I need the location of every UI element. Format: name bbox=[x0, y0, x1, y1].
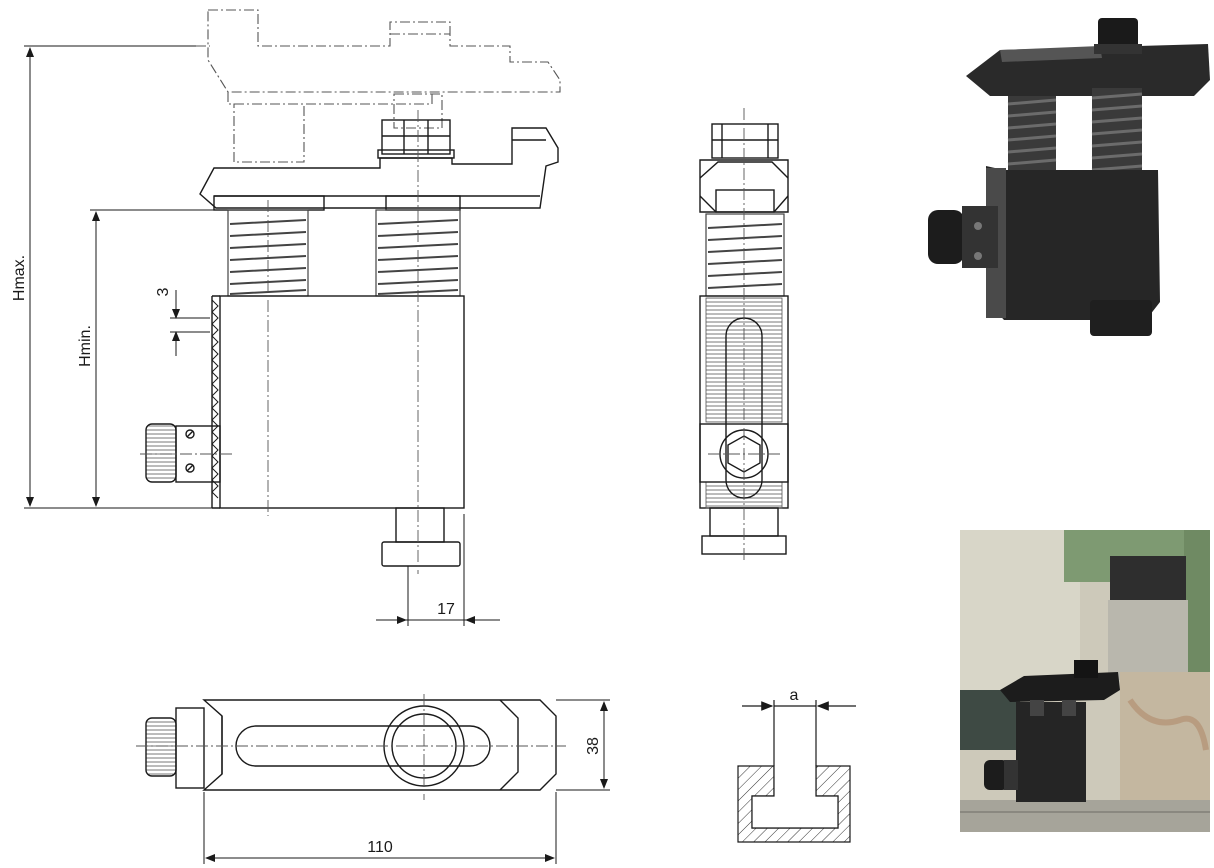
photo-springs bbox=[1007, 88, 1143, 174]
side-knob bbox=[145, 423, 221, 483]
top-view bbox=[136, 694, 610, 864]
slot-a-label: a bbox=[790, 687, 799, 704]
raised-clamp-phantom bbox=[196, 9, 561, 163]
dim-110-label: 110 bbox=[367, 839, 393, 856]
side-view bbox=[699, 108, 789, 560]
in-use-photo bbox=[960, 530, 1210, 832]
dim-3-label: 3 bbox=[155, 287, 172, 296]
top-nut bbox=[377, 119, 455, 159]
hmax-label: Hmax. bbox=[11, 255, 28, 301]
side-spring bbox=[705, 213, 785, 297]
bottom-t-nut bbox=[381, 507, 461, 567]
front-dimensions bbox=[24, 45, 500, 626]
clamp-arm bbox=[199, 127, 559, 211]
front-view bbox=[24, 9, 561, 626]
dim-38-label: 38 bbox=[585, 737, 602, 755]
centre-lines bbox=[140, 110, 419, 574]
product-photo bbox=[928, 18, 1210, 336]
hmin-label: Hmin. bbox=[77, 325, 94, 367]
t-slot-detail bbox=[737, 700, 856, 843]
dim-17-label: 17 bbox=[437, 601, 455, 618]
top-dimensions bbox=[203, 699, 610, 864]
body-block bbox=[211, 295, 465, 509]
